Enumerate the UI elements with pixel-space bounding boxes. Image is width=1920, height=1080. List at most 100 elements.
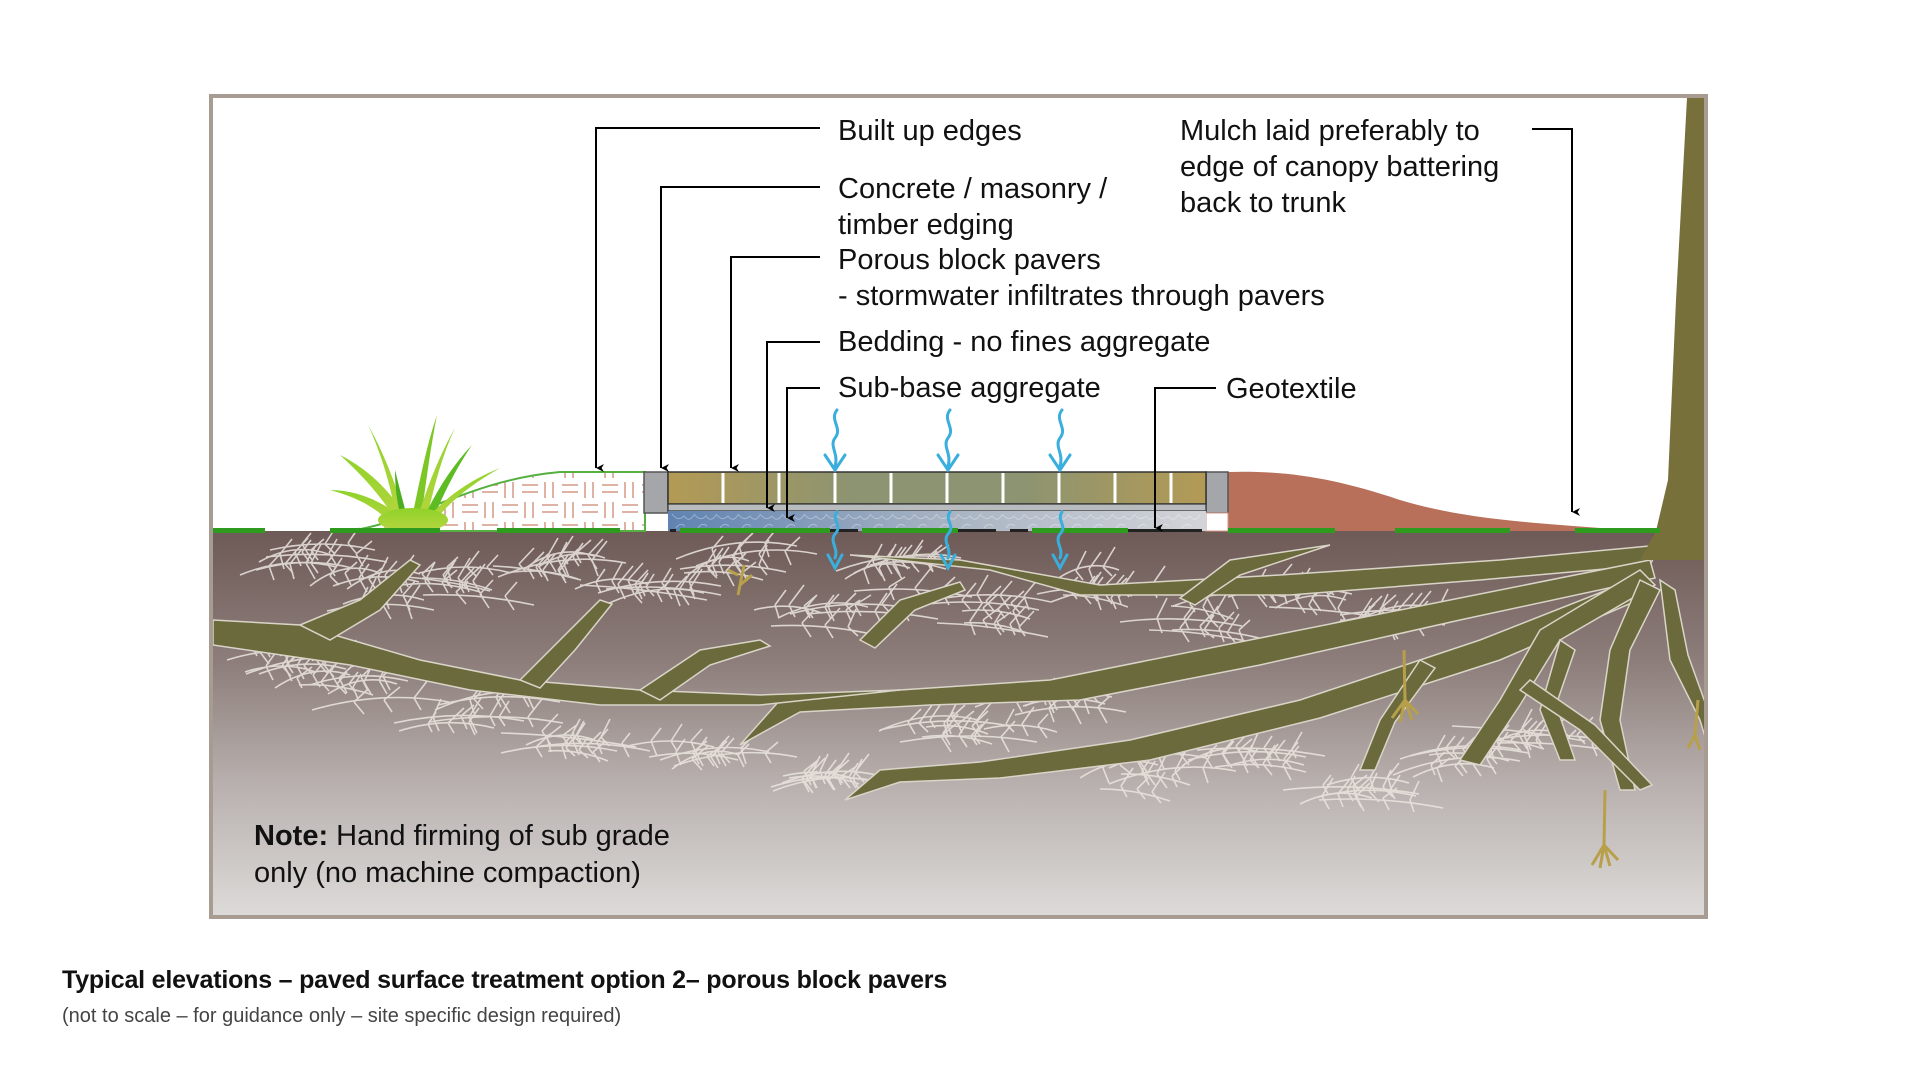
annotation-labels: Built up edges Concrete / masonry / timb…	[838, 115, 1499, 405]
wavy-water-arrow	[823, 408, 847, 473]
label-pavers-line1: Porous block pavers	[838, 244, 1101, 276]
wavy-water-arrow-below	[939, 510, 957, 572]
label-geotextile: Geotextile	[1226, 373, 1357, 405]
fine-root-hair	[274, 657, 351, 689]
root-branch	[298, 559, 422, 641]
porous-block-pavers	[667, 471, 1207, 505]
root-branch	[1358, 659, 1437, 771]
ground-green-strip	[1228, 528, 1335, 533]
fine-root-hair	[500, 731, 618, 760]
mulch-layer	[1228, 471, 1650, 531]
ground-green-strip	[1575, 528, 1660, 533]
leader-built-up-edges	[595, 127, 820, 472]
wavy-water-arrow	[936, 408, 960, 473]
geotextile-dash	[1010, 529, 1028, 532]
figure-caption-subtitle: (not to scale – for guidance only – site…	[62, 1005, 622, 1027]
ground-surface-strips	[213, 528, 1660, 533]
root-branch	[844, 573, 1651, 801]
label-bedding: Bedding - no fines aggregate	[838, 326, 1210, 358]
aggregate-stone	[957, 513, 981, 529]
root-branch	[1178, 544, 1331, 606]
ground-green-strip	[213, 528, 265, 533]
aggregate-stone	[715, 513, 739, 529]
label-edging-line1: Concrete / masonry /	[838, 173, 1108, 205]
fine-root-hair	[671, 737, 740, 771]
root-branch	[858, 581, 967, 649]
aggregate-stone	[1023, 513, 1047, 529]
fine-root-hair	[255, 543, 353, 580]
ground-green-strip	[330, 528, 440, 533]
wavy-water-arrow-below	[1051, 510, 1069, 572]
fine-root-hair	[1196, 731, 1326, 759]
fine-root-hair	[777, 592, 869, 620]
grass-tuft-icon	[330, 415, 500, 532]
note-line1-text: Hand firming of sub grade	[328, 820, 670, 852]
fine-root-hair	[853, 539, 962, 575]
label-edging-line2: timber edging	[838, 209, 1014, 241]
ground-green-strip	[1395, 528, 1510, 533]
note-prefix: Note:	[254, 820, 328, 852]
root-branch	[1518, 679, 1654, 791]
label-mulch-line1: Mulch laid preferably to	[1180, 115, 1480, 147]
fine-root-hair	[492, 547, 582, 581]
wavy-water-arrow	[1048, 408, 1072, 473]
geotextile-dash	[1128, 529, 1202, 532]
ground-green-strip	[680, 528, 830, 533]
aggregate-stone	[913, 513, 937, 529]
geotextile-dash	[958, 529, 996, 532]
fine-root-hair	[418, 550, 512, 582]
figure-caption-title: Typical elevations – paved surface treat…	[62, 966, 948, 994]
edging-block-right	[1205, 471, 1229, 514]
aggregate-stone	[869, 513, 893, 529]
fine-root-hair	[579, 565, 708, 607]
fine-root-hair	[673, 740, 798, 769]
leader-bedding	[766, 341, 820, 512]
aggregate-stone	[1001, 513, 1025, 529]
tree-trunk	[1640, 98, 1704, 560]
fine-root-hair	[309, 659, 409, 694]
aggregate-texture	[671, 513, 1201, 529]
bedding-layer	[667, 503, 1207, 512]
aggregate-stone	[979, 513, 1003, 529]
aggregate-stone	[891, 513, 915, 529]
fine-root-hair	[265, 538, 388, 567]
label-mulch-line3: back to trunk	[1180, 187, 1347, 219]
root-branch	[849, 544, 1662, 596]
fine-root-hair	[269, 526, 376, 561]
leader-geotextile	[1154, 387, 1216, 532]
root-branch	[1599, 578, 1662, 791]
edging-block	[643, 471, 669, 514]
fine-root-hair	[782, 752, 856, 786]
fine-root-hair	[788, 757, 860, 789]
fine-root-hair	[422, 579, 535, 611]
aggregate-stone	[1089, 513, 1113, 529]
fine-root-hair	[1119, 597, 1243, 634]
leader-edging	[660, 186, 820, 472]
aggregate-stone	[671, 513, 695, 529]
leader-lines	[595, 127, 1580, 532]
fine-root-hair	[1317, 772, 1417, 803]
fine-root-hair	[899, 720, 1038, 753]
fine-root-hair	[983, 706, 1058, 739]
fine-root-hair	[332, 556, 420, 594]
fine-root-hair	[311, 679, 450, 715]
root-branch	[1659, 578, 1704, 736]
aggregate-stone	[759, 513, 783, 529]
infiltration-arrows	[823, 408, 1072, 572]
aggregate-stone	[803, 513, 827, 529]
note-line1: Note: Hand firming of sub grade	[254, 820, 670, 852]
ground-green-strip	[497, 528, 620, 533]
fine-root-hair	[753, 584, 823, 619]
geotextile-dash	[670, 529, 676, 532]
geotextile-dash	[830, 529, 858, 532]
fine-root-hair	[1056, 546, 1120, 586]
root-branch	[1458, 569, 1657, 766]
leader-pavers	[730, 256, 820, 472]
fine-root-hair	[309, 554, 378, 587]
fine-root-hair	[1108, 749, 1237, 786]
aggregate-stone	[1111, 513, 1135, 529]
wavy-water-arrow-below	[826, 510, 844, 572]
note-block: Note: Hand firming of sub grade only (no…	[254, 820, 670, 889]
label-subbase: Sub-base aggregate	[838, 372, 1101, 404]
